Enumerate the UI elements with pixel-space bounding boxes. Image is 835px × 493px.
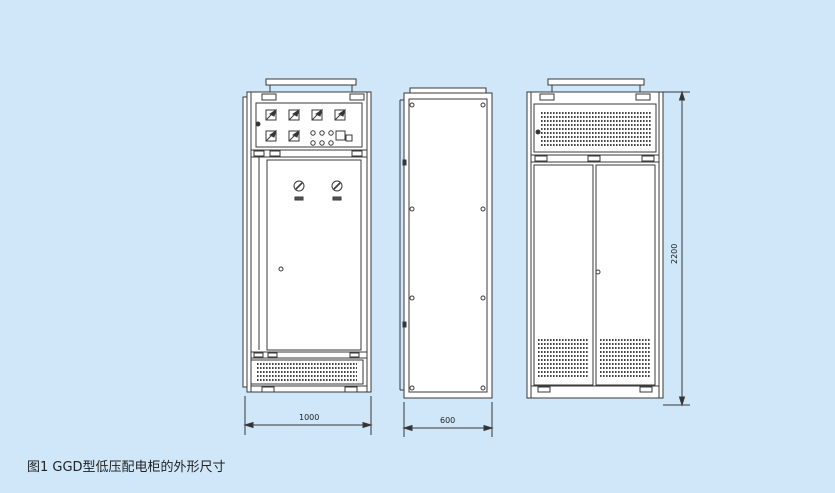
side-depth-dimension: 600	[402, 402, 494, 437]
front-view	[242, 78, 372, 393]
side-depth-label: 600	[440, 416, 455, 425]
front-lifting-bar	[265, 78, 357, 86]
front-main-door	[266, 159, 362, 351]
figure-caption: 图1 GGD型低压配电柜的外形尺寸	[27, 460, 226, 475]
front-vent-panel	[250, 359, 364, 385]
meter-icons	[265, 108, 353, 142]
rear-upper-vent-slots	[541, 112, 651, 146]
rear-door-lock	[595, 269, 601, 275]
height-label: 2200	[670, 244, 679, 264]
rear-view	[526, 78, 664, 399]
rear-lower-vent-slots	[538, 339, 651, 377]
indicator-lamps	[255, 121, 334, 146]
front-door-lock	[278, 266, 284, 272]
side-view	[399, 87, 493, 399]
front-width-dimension: 1000	[243, 396, 373, 435]
side-panel	[408, 98, 488, 393]
rear-lifting-bar	[547, 78, 645, 86]
side-panel-screws	[409, 102, 486, 391]
front-width-label: 1000	[299, 413, 319, 422]
side-lifting-bar	[409, 87, 487, 94]
rotary-switches	[293, 180, 343, 201]
height-dimension: 2200	[663, 90, 690, 407]
